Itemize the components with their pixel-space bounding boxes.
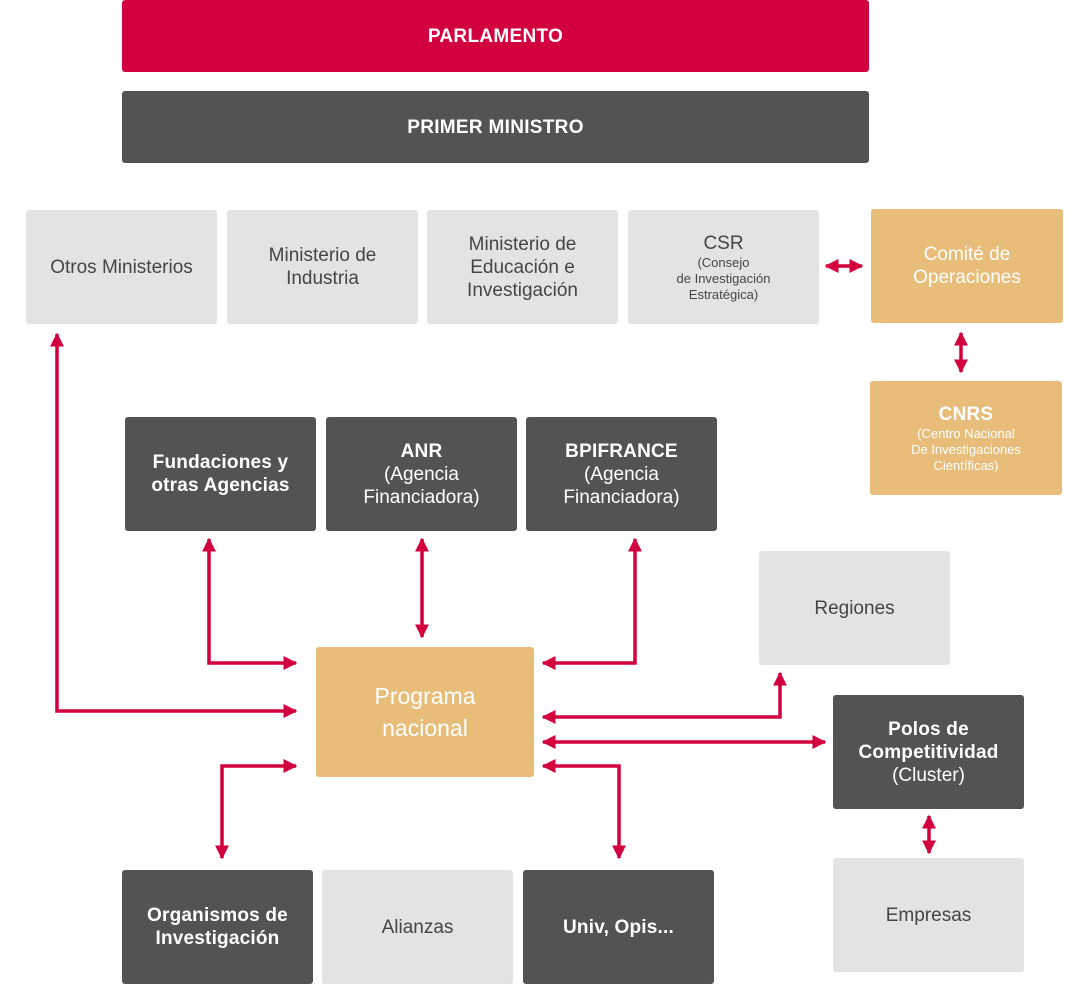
fundaciones-programa-arrow bbox=[202, 537, 298, 670]
polos-box: Polos de Competitividad (Cluster) bbox=[833, 695, 1024, 809]
anr-box: ANR (Agencia Financiadora) bbox=[326, 417, 517, 531]
ministerio-industria-box: Ministerio de Industria bbox=[227, 210, 418, 324]
programa-nacional-box: Programa nacional bbox=[316, 647, 534, 777]
organismos-box: Organismos de Investigación bbox=[122, 870, 313, 984]
otros-ministerios-label: Otros Ministerios bbox=[50, 256, 193, 278]
comite-label: Comité de Operaciones bbox=[913, 244, 1021, 288]
anr-title: ANR bbox=[400, 440, 443, 462]
bpifrance-box: BPIFRANCE (Agencia Financiadora) bbox=[526, 417, 717, 531]
polos-subtitle: (Cluster) bbox=[892, 764, 965, 786]
programa-regiones-arrow bbox=[541, 671, 787, 724]
ministerio-educacion-box: Ministerio de Educación e Investigación bbox=[427, 210, 618, 324]
regiones-box: Regiones bbox=[759, 551, 950, 665]
primer-ministro-box: PRIMER MINISTRO bbox=[122, 91, 869, 163]
polos-title: Polos de Competitividad bbox=[858, 718, 999, 763]
csr-box: CSR (Consejo de Investigación Estratégic… bbox=[628, 210, 819, 324]
csr-subtitle: (Consejo de Investigación Estratégica) bbox=[676, 254, 771, 302]
anr-subtitle: (Agencia Financiadora) bbox=[363, 463, 480, 508]
programa-organismos-arrow bbox=[215, 759, 298, 860]
parlamento-label: PARLAMENTO bbox=[427, 25, 564, 47]
comite-box: Comité de Operaciones bbox=[871, 209, 1063, 323]
univ-label: Univ, Opis... bbox=[563, 916, 674, 938]
cnrs-subtitle: (Centro Nacional De Investigaciones Cien… bbox=[911, 425, 1021, 473]
empresas-label: Empresas bbox=[885, 904, 972, 926]
programa-nacional-label: Programa nacional bbox=[374, 683, 476, 741]
ministerio-industria-label: Ministerio de Industria bbox=[268, 245, 377, 289]
cnrs-box: CNRS (Centro Nacional De Investigaciones… bbox=[870, 381, 1062, 495]
alianzas-label: Alianzas bbox=[381, 916, 454, 938]
alianzas-box: Alianzas bbox=[322, 870, 513, 984]
bpifrance-subtitle: (Agencia Financiadora) bbox=[563, 463, 680, 508]
otros-programa-arrow bbox=[50, 332, 298, 718]
univ-box: Univ, Opis... bbox=[523, 870, 714, 984]
regiones-label: Regiones bbox=[814, 597, 895, 619]
cnrs-title: CNRS bbox=[938, 403, 994, 425]
bpifrance-title: BPIFRANCE bbox=[565, 440, 678, 462]
organismos-label: Organismos de Investigación bbox=[147, 905, 288, 949]
ministerio-educacion-label: Ministerio de Educación e Investigación bbox=[467, 233, 578, 301]
primer-ministro-label: PRIMER MINISTRO bbox=[407, 116, 584, 138]
programa-univ-arrow bbox=[541, 759, 626, 860]
bpifrance-programa-arrow bbox=[541, 537, 642, 670]
otros-ministerios-box: Otros Ministerios bbox=[26, 210, 217, 324]
csr-title: CSR bbox=[703, 232, 744, 254]
parlamento-box: PARLAMENTO bbox=[122, 0, 869, 72]
empresas-box: Empresas bbox=[833, 858, 1024, 972]
